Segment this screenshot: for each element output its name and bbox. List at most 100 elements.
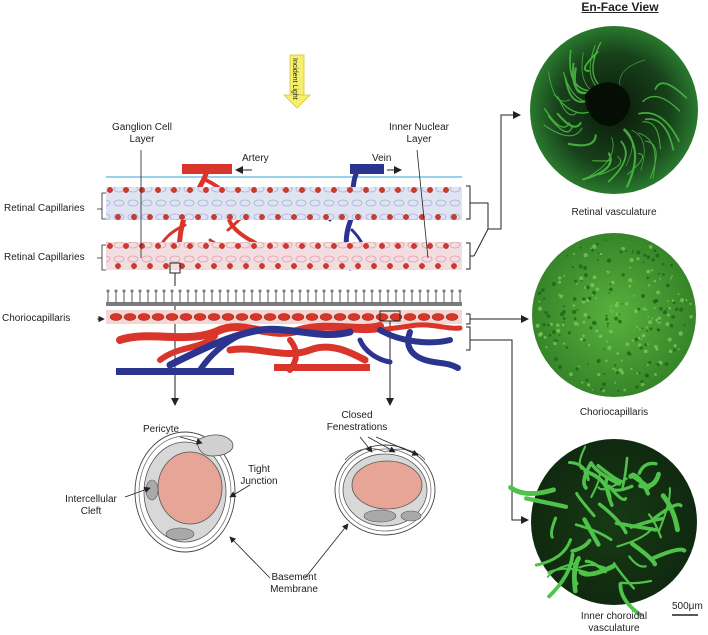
choriocapillaris-speckle <box>543 335 547 339</box>
choriocapillaris-speckle <box>598 334 603 339</box>
choriocapillaris-speckle <box>607 258 612 263</box>
choroidal-vessel-trace <box>651 547 687 561</box>
choriocapillaris-lumen <box>235 313 249 321</box>
choroidal-vessel-trace <box>549 516 558 539</box>
choriocapillaris-speckle <box>591 290 596 295</box>
capillary-dot <box>227 263 233 269</box>
choroidal-vessel-trace <box>523 496 569 509</box>
choriocapillaris-speckle <box>638 328 641 331</box>
choriocapillaris-speckle <box>680 298 685 303</box>
choriocapillaris-speckle <box>673 344 677 348</box>
choriocapillaris-speckle <box>583 253 588 258</box>
choriocapillaris-label: Choriocapillaris <box>2 313 71 324</box>
choriocapillaris-speckle <box>631 339 635 342</box>
choriocapillaris-speckle <box>620 359 623 362</box>
choriocapillaris-speckle <box>582 334 585 338</box>
choriocapillaris-speckle <box>636 250 641 255</box>
retinal-vasculature-panel <box>530 26 698 194</box>
choriocapillaris-band <box>106 310 462 324</box>
choroidal-vessel-trace <box>597 502 628 535</box>
choriocapillaris-lumen <box>361 313 375 321</box>
choriocapillaris-lumen <box>221 313 235 321</box>
capillary-dot <box>171 243 177 249</box>
capillary-dot <box>331 243 337 249</box>
choriocapillaris-speckle <box>535 323 540 328</box>
choriocapillaris-speckle <box>592 275 597 280</box>
choriocapillaris-speckle <box>646 276 650 280</box>
choroidal-vessel-trace <box>628 473 651 490</box>
capillary-dot <box>323 263 329 269</box>
retinal-vessel-trace <box>543 107 571 128</box>
capillary-dot <box>139 187 145 193</box>
choriocapillaris-caption: Choriocapillaris <box>579 407 649 418</box>
choriocapillaris-speckle <box>566 254 569 257</box>
choriocapillaris-speckle <box>631 251 634 254</box>
choriocapillaris-speckle <box>595 297 597 300</box>
choriocapillaris-speckle <box>632 250 634 252</box>
choriocapillaris-speckle <box>635 325 638 328</box>
choriocapillaris-speckle <box>670 264 673 267</box>
inner-nuclear-layer-label: Inner Nuclear Layer <box>388 122 450 145</box>
choriocapillaris-speckle <box>646 255 651 259</box>
choriocapillaris-lumen <box>375 313 389 321</box>
choriocapillaris-speckle <box>655 253 660 258</box>
choriocapillaris-speckle <box>643 253 647 257</box>
capillary-dot <box>371 214 377 220</box>
vein-label: Vein <box>372 153 392 164</box>
capillary-dot <box>107 243 113 249</box>
choroidal-vessel-trace <box>582 461 593 490</box>
retinal-vessel-trace <box>592 157 613 162</box>
capillary-dot <box>275 214 281 220</box>
choriocapillaris-speckle <box>571 266 574 269</box>
capillary-dot <box>195 214 201 220</box>
choriocapillaris-lumen <box>305 313 319 321</box>
choriocapillaris-speckle <box>656 328 660 331</box>
choriocapillaris-speckle <box>576 309 579 311</box>
choriocapillaris-speckle <box>586 363 589 366</box>
retinal-vessel-trace <box>638 132 656 179</box>
choriocapillaris-speckle <box>583 338 586 342</box>
choriocapillaris-speckle <box>586 285 590 290</box>
choriocapillaris-speckle <box>592 244 597 249</box>
choriocapillaris-speckle <box>603 372 606 375</box>
choriocapillaris-speckle <box>576 323 579 326</box>
choroidal-vessel-trace <box>547 552 575 599</box>
choroidal-vessel-trace <box>628 555 647 568</box>
capillary-dot <box>115 214 121 220</box>
choriocapillaris-speckle <box>620 371 625 375</box>
retinal-vessel-trace <box>622 128 637 188</box>
choriocapillaris-speckle <box>579 246 582 249</box>
choriocapillaris-speckle <box>605 314 608 317</box>
capillary-dot <box>339 263 345 269</box>
choriocapillaris-speckle <box>644 343 648 347</box>
choriocapillaris-speckle <box>594 322 597 325</box>
choriocapillaris-speckle <box>575 367 579 371</box>
choroidal-vessel-trace <box>508 485 556 496</box>
choriocapillaris-speckle <box>596 242 599 246</box>
capillary-dot <box>347 243 353 249</box>
choriocapillaris-speckle <box>603 348 605 350</box>
capillary-dot <box>155 187 161 193</box>
retinal-vessel-trace <box>547 115 573 133</box>
inner-choroidal-panel <box>508 439 697 617</box>
choroidal-vessel-trace <box>607 484 634 492</box>
choriocapillaris-speckle <box>655 347 659 351</box>
capillary-dot <box>387 214 393 220</box>
capillary-dot <box>195 263 201 269</box>
choriocapillaris-panel <box>532 233 696 397</box>
choriocapillaris-speckle <box>621 302 623 305</box>
choriocapillaris-speckle <box>658 319 661 322</box>
choroidal-vessel-trace <box>652 503 683 520</box>
capillary-dot <box>155 243 161 249</box>
choriocapillaris-speckle <box>567 331 572 335</box>
capillary-dot <box>163 214 169 220</box>
capillary-dot <box>395 243 401 249</box>
retinal-capillaries-label-1: Retinal Capillaries <box>4 203 85 214</box>
choriocapillaris-speckle <box>623 388 626 392</box>
choriocapillaris-speckle <box>563 305 566 308</box>
choriocapillaris-speckle <box>677 348 680 351</box>
capillary-dot <box>227 214 233 220</box>
retinal-vessel-trace <box>644 118 675 151</box>
capillary-dot <box>235 187 241 193</box>
choriocapillaris-speckle <box>563 274 566 277</box>
